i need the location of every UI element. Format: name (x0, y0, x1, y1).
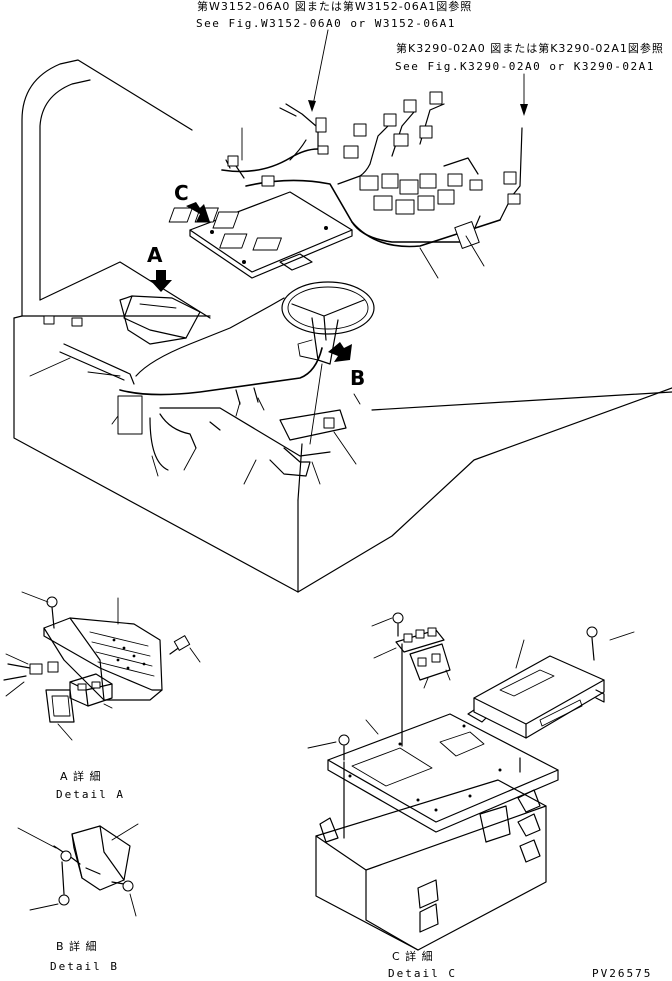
svg-text:A: A (147, 243, 163, 267)
ref-right-arrowhead (520, 104, 528, 116)
ref-top-arrowhead (308, 100, 316, 112)
detail-b-label-en: Detail B (50, 960, 119, 973)
steering-wheel (281, 281, 375, 365)
detail-c-drawing (307, 612, 635, 951)
view-marker-a: A (147, 243, 172, 292)
detail-c-label-en: Detail C (388, 967, 457, 980)
meter-hood (119, 295, 201, 345)
view-marker-c: C (174, 181, 210, 222)
detail-b-drawing (17, 823, 139, 917)
detail-a-drawing (3, 591, 201, 741)
ref-top-en: See Fig.W3152-06A0 or W3152-06A1 (196, 17, 456, 30)
svg-text:C: C (174, 181, 189, 205)
ref-right-en: See Fig.K3290-02A0 or K3290-02A1 (395, 60, 655, 73)
main-harness (221, 91, 523, 249)
ref-top-leader (311, 29, 329, 111)
view-marker-b: B (328, 342, 365, 390)
detail-a-label-en: Detail A (56, 788, 125, 801)
cab-outline (13, 59, 672, 593)
detail-a-label-jp: A 詳 細 (60, 769, 102, 783)
ref-top-jp: 第W3152-06A0 図または第W3152-06A1図参照 (197, 0, 472, 13)
svg-text:B: B (350, 366, 365, 390)
drawing-code: PV26575 (592, 967, 652, 980)
detail-c-label-jp: C 詳 細 (392, 949, 434, 963)
main-leaders (29, 127, 485, 485)
dash-harness (43, 297, 347, 477)
detail-b-label-jp: B 詳 細 (56, 939, 98, 953)
ref-right-jp: 第K3290-02A0 図または第K3290-02A1図参照 (396, 41, 664, 55)
